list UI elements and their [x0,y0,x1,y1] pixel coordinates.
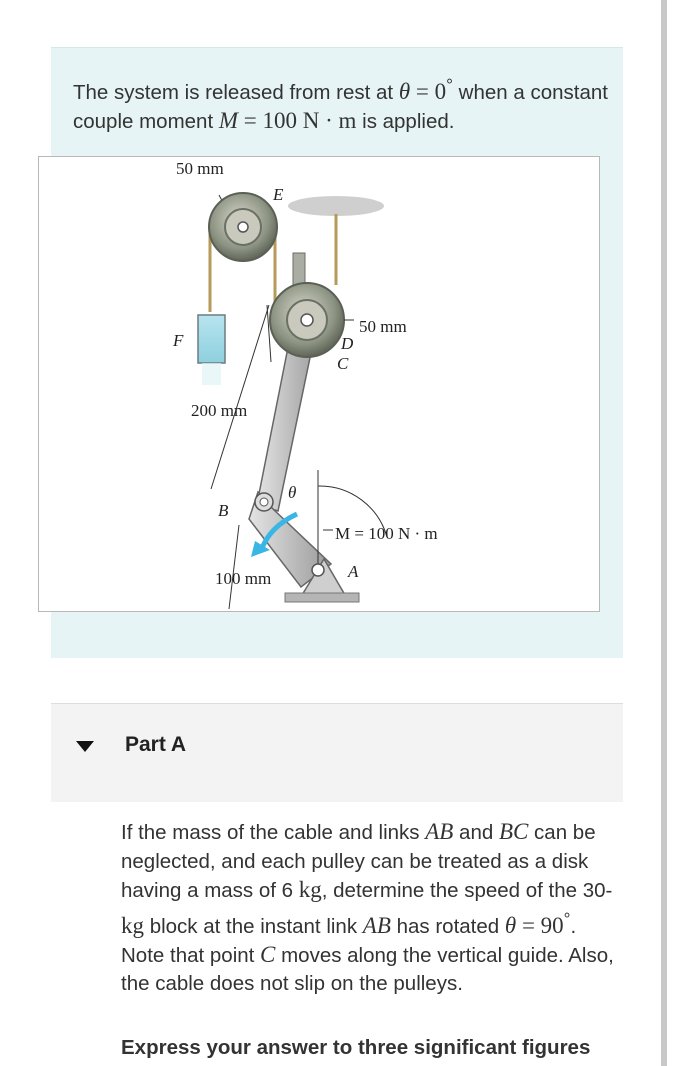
theta-arc [317,485,388,538]
ceiling-support [288,196,384,216]
block-F [197,314,226,364]
label-E: E [272,185,284,204]
intro-equals-zero: = 0 [410,78,447,104]
label-moment: M = 100 N · m [335,524,438,543]
label-A: A [347,562,359,581]
part-a-title: Part A [125,733,187,756]
cable-lower-segment [266,304,272,363]
scrollbar[interactable] [661,0,667,1066]
pulley-E [208,192,278,262]
dimension-line-200mm [210,304,270,490]
pin-support-A [284,557,360,603]
label-F: F [172,331,184,350]
label-theta: θ [288,483,296,502]
mechanism-drawing: 50 mm E F [172,159,438,610]
dimension-label-50mm-top: 50 mm [176,159,224,178]
symbol-C: C [260,941,276,967]
pin-B-hole [259,497,269,507]
part-a-header[interactable]: Part A [51,703,623,802]
degree-symbol: ° [446,76,453,95]
part-a-question: If the mass of the cable and links AB an… [121,819,614,996]
moment-symbol: M [218,107,239,133]
moment-arrowhead [251,541,270,557]
unit-kg: kg [298,877,322,902]
dimension-label-100mm: 100 mm [215,569,271,588]
label-D: D [340,334,354,353]
intro-text-1: The system is released from rest at [73,80,399,104]
intro-text-3: is applied. [356,109,455,133]
moment-unit: N · m [302,107,357,133]
unit-kg-block: kg [121,912,144,938]
answer-instruction: Express your answer to three significant… [121,1036,591,1059]
collapse-caret-icon[interactable] [76,741,94,752]
label-C: C [337,354,349,373]
symbol-AB: AB [425,819,454,844]
intro-text-2: when a constant couple moment [73,80,608,133]
pulley-D [269,282,345,358]
symbol-BC: BC [498,819,529,844]
theta-symbol: θ [398,78,411,104]
label-B: B [218,501,229,520]
mechanism-figure: 50 mm E F [38,156,600,612]
symbol-theta: θ [504,912,517,938]
dimension-label-50mm-right: 50 mm [359,317,407,336]
symbol-AB-2: AB [362,912,391,938]
intro-equals-100: = 100 [238,107,303,133]
problem-statement-panel: The system is released from rest at θ = … [38,47,623,658]
dimension-label-200mm: 200 mm [191,401,247,420]
block-motion-blur [202,363,221,385]
dimension-line-100mm [228,524,240,610]
problem-intro-text: The system is released from rest at θ = … [73,72,613,136]
